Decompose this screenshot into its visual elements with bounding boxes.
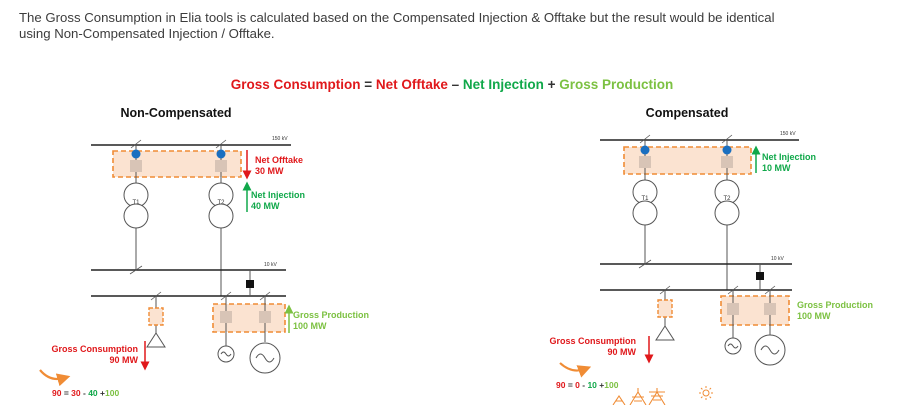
left-offtake-value: 30 MW	[255, 166, 284, 176]
formula-equals: =	[360, 77, 375, 92]
right-t1-label: T1	[641, 196, 649, 202]
right-gen-breaker-1	[727, 285, 739, 295]
left-meter-t2	[216, 149, 226, 159]
right-eq-total: 90	[556, 380, 566, 390]
right-meter-t2	[722, 145, 732, 155]
left-generator-large-wave	[255, 353, 275, 363]
right-curved-arrow	[559, 362, 592, 378]
formula-minus: –	[448, 77, 463, 92]
pylon-icon-3	[648, 388, 666, 405]
right-ct-t1	[639, 156, 651, 168]
left-injection-label: Net Injection	[251, 190, 305, 200]
right-kv-low: 10 kV	[771, 256, 784, 262]
right-meter-t1	[640, 145, 650, 155]
right-injection-value: 10 MW	[762, 163, 791, 173]
right-load-box	[657, 299, 673, 318]
right-load-breaker	[659, 285, 671, 295]
non-compensated-diagram: Non-Compensated 150 kV T1 T2 10 kV	[39, 106, 369, 398]
right-injection-label: Net Injection	[762, 152, 816, 162]
pylon-icons	[612, 388, 666, 405]
left-eq-total: 90	[52, 388, 62, 398]
right-kv-high: 150 kV	[780, 131, 796, 137]
right-eq-minus: -	[580, 380, 588, 390]
left-gen-breaker-1	[220, 291, 232, 301]
left-gen-breaker-2	[259, 291, 271, 301]
right-consumption-label: Gross Consumption	[549, 336, 636, 346]
left-coupler-breaker	[246, 280, 254, 288]
formula: Gross Consumption = Net Offtake – Net In…	[231, 77, 674, 92]
right-generator-large-wave	[760, 345, 780, 355]
left-load-box	[148, 307, 164, 326]
pylon-icon-1	[612, 395, 626, 405]
sun-icon	[699, 386, 713, 400]
left-breaker-t1	[130, 139, 142, 149]
right-consumption-value: 90 MW	[607, 347, 636, 357]
left-generator-small-wave	[220, 351, 232, 357]
left-load-breaker	[150, 291, 162, 301]
right-title: Compensated	[646, 106, 729, 120]
right-eq-injection: 10	[587, 380, 597, 390]
left-ct-t2	[215, 160, 227, 172]
formula-gross-consumption: Gross Consumption	[231, 77, 361, 92]
left-curved-arrow	[39, 369, 71, 387]
left-kv-high: 150 kV	[272, 136, 288, 142]
formula-net-injection: Net Injection	[463, 77, 544, 92]
formula-gross-production: Gross Production	[559, 77, 673, 92]
formula-plus: +	[544, 77, 559, 92]
left-production-value: 100 MW	[293, 321, 327, 331]
right-transformer-t2-secondary	[714, 200, 740, 226]
left-gen-ct-2	[259, 311, 271, 323]
right-coupler-breaker	[756, 272, 764, 280]
right-breaker-t2	[721, 134, 733, 144]
right-eq-offtake: 0	[575, 380, 580, 390]
left-consumption-label: Gross Consumption	[51, 344, 138, 354]
right-breaker-t1	[639, 134, 651, 144]
right-production-value: 100 MW	[797, 311, 831, 321]
left-transformer-t1-secondary	[123, 203, 149, 229]
left-breaker-t2	[215, 139, 227, 149]
right-load-icon	[655, 325, 675, 341]
left-ct-t1	[130, 160, 142, 172]
right-production-label: Gross Production	[797, 300, 873, 310]
right-equation: 90 = 0 - 10 +100	[556, 380, 619, 390]
right-ct-t2	[721, 156, 733, 168]
right-t2-label: T2	[723, 196, 731, 202]
left-gen-ct-1	[220, 311, 232, 323]
right-gen-ct-1	[727, 303, 739, 315]
left-offtake-label: Net Offtake	[255, 155, 303, 165]
left-production-label: Gross Production	[293, 310, 369, 320]
left-consumption-value: 90 MW	[109, 355, 138, 365]
right-eq-plus: +	[597, 380, 604, 390]
left-kv-low: 10 kV	[264, 262, 277, 268]
right-eq-production: 100	[604, 380, 618, 390]
intro-paragraph: The Gross Consumption in Elia tools is c…	[19, 10, 879, 42]
left-load-icon	[146, 332, 166, 348]
intro-line-1: The Gross Consumption in Elia tools is c…	[19, 10, 775, 25]
compensated-diagram: Compensated 150 kV T1 T2 10 kV	[549, 106, 873, 405]
left-eq-offtake: 30	[71, 388, 81, 398]
intro-line-2: using Non-Compensated Injection / Offtak…	[19, 26, 275, 41]
right-generator-small-wave	[727, 343, 739, 349]
left-eq-minus: -	[81, 388, 89, 398]
left-t2-label: T2	[217, 200, 225, 206]
left-eq-plus: +	[98, 388, 105, 398]
left-equation: 90 = 30 - 40 +100	[52, 388, 119, 398]
pylon-icon-2	[629, 388, 647, 405]
right-breaker-10kv	[638, 259, 652, 269]
right-transformer-t1-secondary	[632, 200, 658, 226]
left-eq-injection: 40	[88, 388, 98, 398]
left-transformer-t2-secondary	[208, 203, 234, 229]
left-breaker-10kv	[129, 265, 143, 275]
formula-net-offtake: Net Offtake	[376, 77, 449, 92]
left-title: Non-Compensated	[120, 106, 231, 120]
left-eq-equals: =	[61, 388, 71, 398]
right-eq-equals: =	[565, 380, 575, 390]
right-gen-breaker-2	[764, 285, 776, 295]
left-meter-t1	[131, 149, 141, 159]
right-gen-ct-2	[764, 303, 776, 315]
left-injection-value: 40 MW	[251, 201, 280, 211]
left-eq-production: 100	[105, 388, 119, 398]
left-t1-label: T1	[132, 200, 140, 206]
